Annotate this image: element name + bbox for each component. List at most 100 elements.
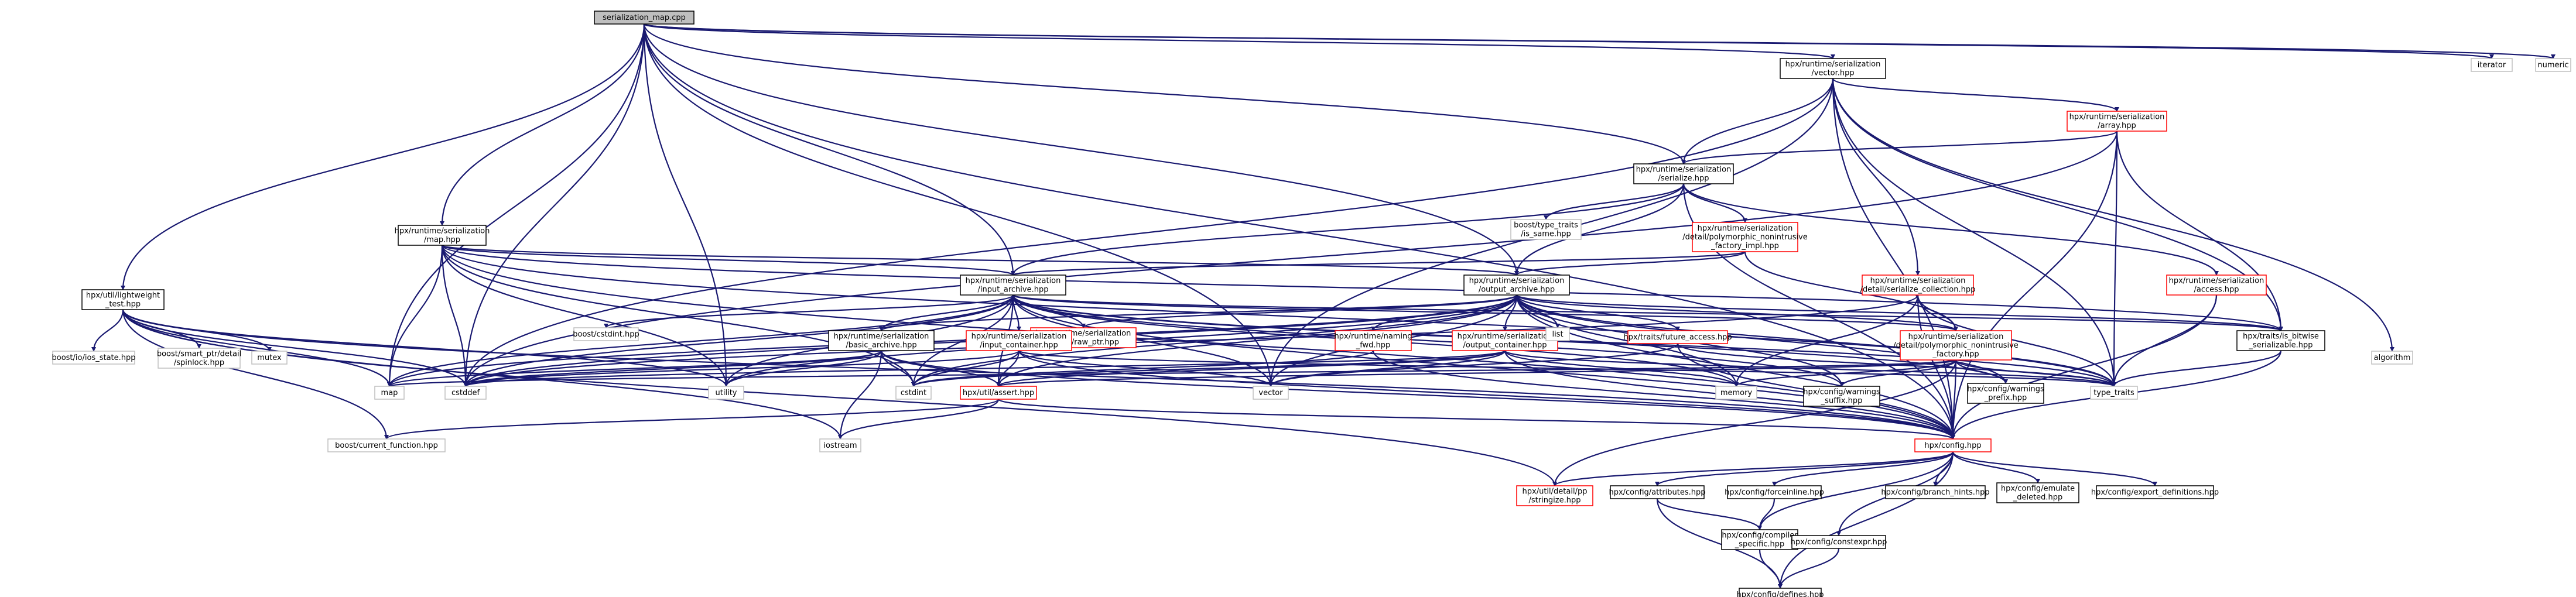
node-box-input_container [966, 330, 1072, 351]
node-boost_tt_same[interactable]: boost/type_traits/is_same.hpp [1510, 219, 1582, 240]
node-box-stringize [1516, 485, 1593, 506]
edge-output_archive-to-raw_ptr [1081, 294, 1518, 329]
edge-root-to-lightweight_test [121, 23, 645, 290]
node-vector_hpp[interactable]: hpx/runtime/serialization/vector.hpp [1780, 58, 1886, 79]
edge-root-to-config_hpp [643, 23, 1955, 440]
node-label-forceinline-0: hpx/config/forceinline.hpp [1725, 488, 1824, 497]
node-poly_impl[interactable]: hpx/runtime/serialization/detail/polymor… [1682, 222, 1808, 252]
node-access_hpp[interactable]: hpx/runtime/serialization/access.hpp [2166, 275, 2267, 296]
node-constexpr[interactable]: hpx/config/constexpr.hpp [1791, 535, 1887, 549]
node-box-defines [1739, 588, 1822, 597]
edge-input_archive-to-boost_cstdint [604, 294, 1014, 329]
node-warnings_suffix[interactable]: hpx/config/warnings_suffix.hpp [1803, 386, 1880, 407]
node-lightweight_test[interactable]: hpx/util/lightweight_test.hpp [81, 289, 165, 310]
node-box-config_hpp [1914, 438, 1992, 452]
node-label-poly_factory-1: /detail/polymorphic_nonintrusive [1893, 341, 2019, 350]
node-box-output_archive [1463, 275, 1570, 296]
node-map_hpp[interactable]: hpx/runtime/serialization/map.hpp [395, 225, 490, 246]
node-input_container[interactable]: hpx/runtime/serialization/input_containe… [966, 330, 1072, 351]
edge-serialize_collection-to-type_traits [1917, 294, 2116, 387]
edge-lightweight_test-to-boost_current_function [122, 309, 389, 440]
node-label-basic_archive-1: /basic_archive.hpp [846, 341, 916, 350]
node-box-input_archive [960, 275, 1066, 296]
node-basic_archive[interactable]: hpx/runtime/serialization/basic_archive.… [828, 330, 935, 351]
edge-array_hpp-to-bitwise [2116, 131, 2283, 331]
node-boost_smart_ptr[interactable]: boost/smart_ptr/detail/spinlock.hpp [157, 348, 241, 369]
node-boost_cstdint[interactable]: boost/cstdint.hpp [573, 327, 639, 341]
node-label-utility-0: utility [716, 389, 737, 397]
edge-array_hpp-to-cstddef [463, 131, 2118, 387]
node-box-algorithm [2371, 351, 2413, 365]
node-label-warnings_prefix-0: hpx/config/warnings [1967, 385, 2044, 394]
node-stringize[interactable]: hpx/util/detail/pp/stringize.hpp [1516, 485, 1593, 506]
node-cstddef[interactable]: cstddef [444, 386, 487, 400]
node-label-cstddef-0: cstddef [451, 389, 480, 397]
edge-root-to-cstddef [463, 23, 645, 387]
node-type_traits[interactable]: type_traits [2090, 386, 2138, 400]
node-box-boost_ios_state [52, 351, 135, 365]
node-label-future_access-0: hpx/traits/future_access.hpp [1623, 333, 1732, 342]
node-memory[interactable]: memory [1715, 386, 1757, 400]
node-future_access[interactable]: hpx/traits/future_access.hpp [1623, 330, 1732, 344]
node-box-bitwise [2236, 330, 2325, 351]
node-label-boost_tt_same-0: boost/type_traits [1514, 221, 1578, 230]
node-warnings_prefix[interactable]: hpx/config/warnings_prefix.hpp [1967, 383, 2044, 404]
edge-config_hpp-to-emulate_deleted [1952, 451, 2040, 483]
edge-root-to-serialize_hpp [643, 23, 1686, 164]
node-boost_ios_state[interactable]: boost/io/ios_state.hpp [52, 351, 136, 365]
edge-assert_hpp-to-boost_current_function [384, 399, 1000, 440]
node-box-map_std [374, 386, 405, 400]
node-attributes[interactable]: hpx/config/attributes.hpp [1609, 485, 1706, 499]
node-bitwise[interactable]: hpx/traits/is_bitwise_serializable.hpp [2236, 330, 2325, 351]
edge-output_archive-to-future_access [1516, 294, 1680, 331]
edge-vector_hpp-to-array_hpp [1832, 78, 2119, 112]
edge-poly_factory-to-map_std [387, 359, 1957, 387]
node-input_archive[interactable]: hpx/runtime/serialization/input_archive.… [960, 275, 1066, 296]
node-array_hpp[interactable]: hpx/runtime/serialization/array.hpp [2067, 111, 2167, 132]
node-cstdint[interactable]: cstdint [895, 386, 932, 400]
edge-serialize_hpp-to-boost_tt_same [1544, 183, 1685, 220]
node-config_hpp[interactable]: hpx/config.hpp [1914, 438, 1992, 452]
node-list[interactable]: list [1545, 327, 1570, 341]
node-box-future_access [1627, 330, 1728, 344]
node-box-poly_impl [1692, 222, 1798, 252]
edge-root-to-output_archive [643, 23, 1519, 276]
edge-naming_fwd-to-cstdint [911, 349, 1374, 387]
node-compiler_specific[interactable]: hpx/config/compiler_specific.hpp [1721, 529, 1798, 550]
node-export_definitions[interactable]: hpx/config/export_definitions.hpp [2091, 485, 2219, 499]
node-iostream[interactable]: iostream [819, 438, 861, 452]
edge-array_hpp-to-serialize_hpp [1681, 130, 2118, 165]
node-label-boost_smart_ptr-0: boost/smart_ptr/detail [157, 350, 241, 359]
node-utility[interactable]: utility [708, 386, 744, 400]
node-algorithm[interactable]: algorithm [2371, 351, 2413, 365]
node-serialize_hpp[interactable]: hpx/runtime/serialization/serialize.hpp [1633, 163, 1734, 184]
node-assert_hpp[interactable]: hpx/util/assert.hpp [960, 386, 1037, 400]
node-label-serialize_hpp-1: /serialize.hpp [1658, 174, 1709, 183]
node-vector_std[interactable]: vector [1253, 386, 1289, 400]
node-label-iterator-0: iterator [2478, 61, 2506, 70]
node-map_std[interactable]: map [374, 386, 405, 400]
edge-lightweight_test-to-map_std [122, 309, 392, 387]
node-mutex[interactable]: mutex [251, 351, 288, 365]
node-emulate_deleted[interactable]: hpx/config/emulate_deleted.hpp [1996, 482, 2079, 503]
edge-poly_factory-to-warnings_suffix [1839, 359, 1957, 387]
node-forceinline[interactable]: hpx/config/forceinline.hpp [1725, 485, 1824, 499]
node-naming_fwd[interactable]: hpx/runtime/naming_fwd.hpp [1334, 330, 1412, 351]
node-defines[interactable]: hpx/config/defines.hpp [1736, 588, 1824, 597]
node-output_container[interactable]: hpx/runtime/serialization/output_contain… [1452, 330, 1558, 351]
node-poly_factory[interactable]: hpx/runtime/serialization/detail/polymor… [1893, 330, 2019, 361]
edge-map_hpp-to-bitwise [441, 245, 2283, 331]
edge-poly_factory-to-type_traits [1955, 359, 2116, 387]
node-label-array_hpp-0: hpx/runtime/serialization [2069, 113, 2165, 122]
node-output_archive[interactable]: hpx/runtime/serialization/output_archive… [1463, 275, 1570, 296]
node-numeric[interactable]: numeric [2535, 58, 2571, 72]
node-serialize_collection[interactable]: hpx/runtime/serialization/detail/seriali… [1860, 275, 1976, 296]
node-label-type_traits-0: type_traits [2093, 389, 2134, 397]
node-label-numeric-0: numeric [2537, 61, 2568, 70]
node-box-mutex [251, 351, 288, 365]
node-boost_current_function[interactable]: boost/current_function.hpp [327, 438, 446, 452]
node-branch_hints[interactable]: hpx/config/branch_hints.hpp [1881, 485, 1990, 499]
node-iterator[interactable]: iterator [2471, 58, 2513, 72]
node-label-map_hpp-1: /map.hpp [424, 236, 460, 245]
node-box-export_definitions [2096, 485, 2214, 499]
